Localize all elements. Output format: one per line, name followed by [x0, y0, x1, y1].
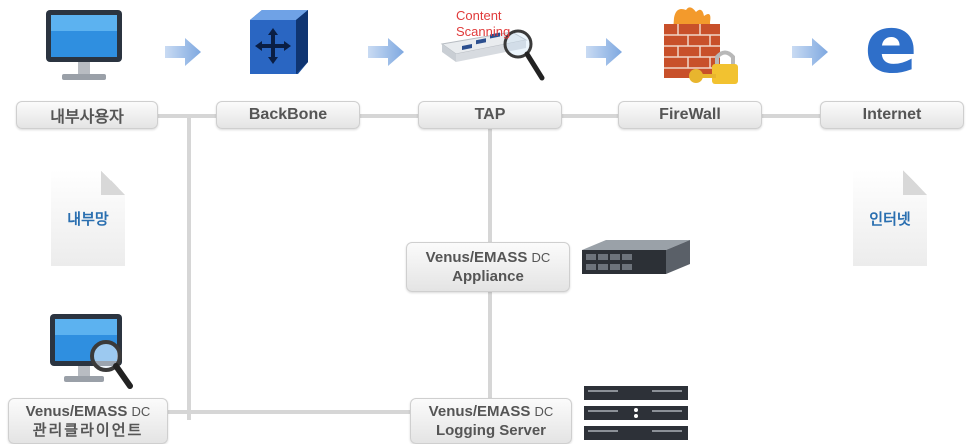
- management-client-box: Venus/EMASS DC 관리클라이언트: [8, 398, 168, 444]
- appliance-suffix: DC: [531, 250, 551, 265]
- node-tap: TAP: [418, 101, 562, 129]
- management-client-name: Venus/EMASS: [25, 403, 128, 420]
- logging-server-box: Venus/EMASS DC Logging Server: [410, 398, 572, 444]
- zone-internet-label: 인터넷: [869, 211, 911, 228]
- page-fold-icon: [101, 170, 125, 195]
- content-scanning-line1: Content: [456, 8, 502, 23]
- rack-server-icon: [582, 240, 690, 274]
- node-backbone-label: BackBone: [248, 106, 328, 123]
- arrow-right-icon: [792, 38, 828, 66]
- page-fold-icon: [903, 170, 927, 195]
- management-client-subtitle: 관리클라이언트: [32, 422, 144, 439]
- appliance-subtitle: Appliance: [452, 268, 524, 285]
- svg-text:e: e: [865, 10, 918, 82]
- server-stack-icon: [584, 386, 688, 440]
- node-internal-user-label: 내부사용자: [50, 109, 124, 126]
- line-bottom-horizontal: [150, 410, 420, 414]
- appliance-name: Venus/EMASS: [425, 249, 528, 266]
- logging-server-suffix: DC: [534, 404, 554, 419]
- node-tap-label: TAP: [474, 106, 506, 123]
- content-scanning-label: Content Scanning: [456, 8, 526, 40]
- monitor-icon: [46, 10, 122, 80]
- node-backbone: BackBone: [216, 101, 360, 129]
- node-firewall-label: FireWall: [659, 106, 721, 123]
- tap-device-icon: [440, 29, 545, 81]
- node-internet: Internet: [820, 101, 964, 129]
- internet-explorer-icon: e: [865, 10, 918, 82]
- arrow-right-icon: [586, 38, 622, 66]
- arrow-right-icon: [368, 38, 404, 66]
- management-client-title: Venus/EMASS DC: [26, 402, 151, 421]
- logging-server-subtitle: Logging Server: [435, 422, 547, 439]
- zone-internal-document: 내부망: [51, 170, 125, 266]
- firewall-icon: [664, 7, 738, 84]
- monitor-magnifier-icon: [50, 314, 133, 389]
- management-client-suffix: DC: [131, 404, 151, 419]
- node-internal-user: 내부사용자: [16, 101, 158, 129]
- zone-internet-document: 인터넷: [853, 170, 927, 266]
- content-scanning-line2: Scanning: [456, 24, 511, 39]
- appliance-title: Venus/EMASS DC: [426, 248, 551, 267]
- arrow-right-icon: [165, 38, 201, 66]
- line-left-vertical: [187, 116, 191, 420]
- node-internet-label: Internet: [862, 106, 922, 123]
- logging-server-name: Venus/EMASS: [428, 403, 531, 420]
- node-firewall: FireWall: [618, 101, 762, 129]
- switch-icon: [250, 10, 308, 74]
- zone-internal-label: 내부망: [67, 211, 109, 228]
- appliance-box: Venus/EMASS DC Appliance: [406, 242, 570, 292]
- logging-server-title: Venus/EMASS DC: [429, 402, 554, 421]
